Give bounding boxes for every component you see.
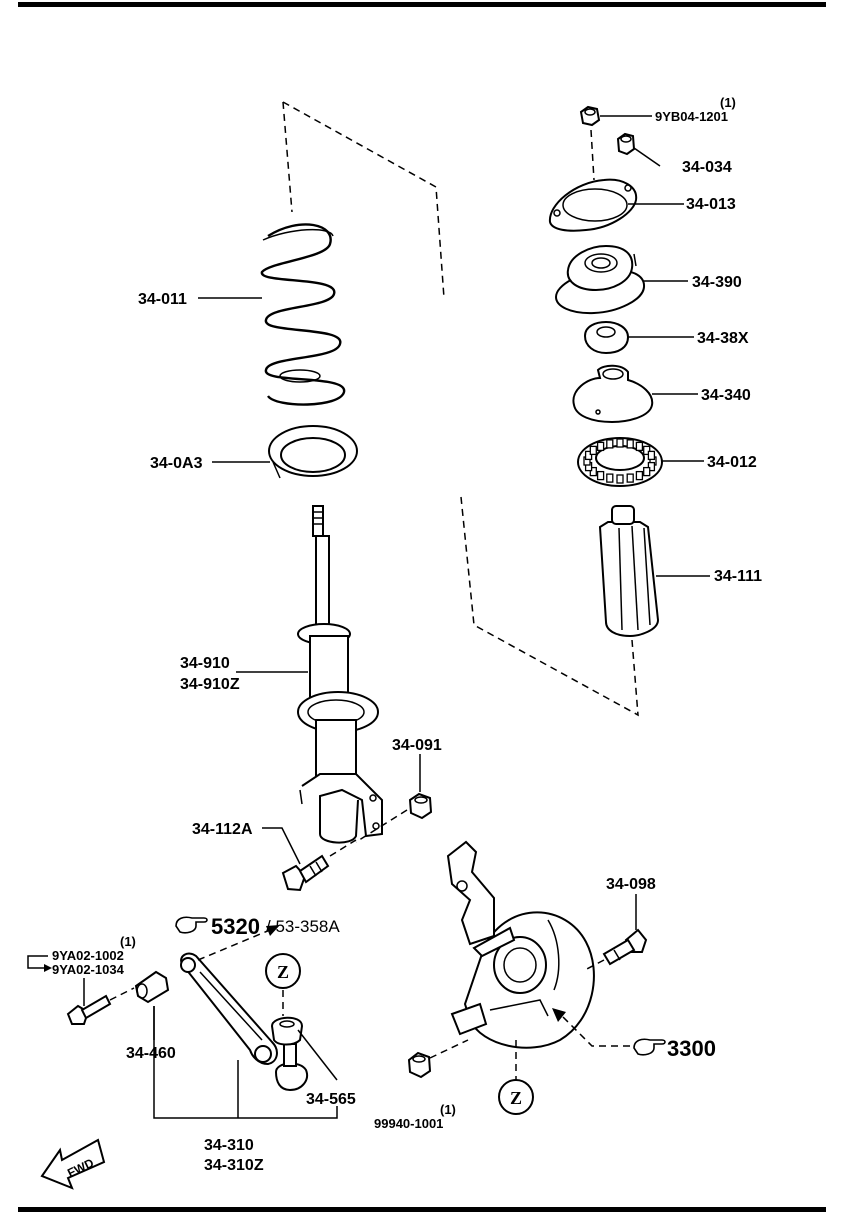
ball-joint-34-565 <box>270 1016 304 1046</box>
dust-boot-dashed-axis <box>590 129 595 181</box>
label-ref-5320: 5320 <box>211 914 260 939</box>
label-9ya02-qty: (1) <box>120 934 136 949</box>
seat-tooth <box>647 450 656 461</box>
nut-99940-axis <box>429 1039 469 1059</box>
bolt-34-098 <box>602 928 648 966</box>
seat-tooth <box>626 439 634 449</box>
label-99940-qty: (1) <box>440 1102 456 1117</box>
seat-tooth <box>626 473 634 483</box>
ref-5320-dashed-arrow <box>197 929 271 961</box>
z-marker-top: Z <box>265 953 301 989</box>
mount-plate-34-013 <box>548 178 638 232</box>
bound-stopper-34-38x <box>583 320 630 355</box>
dust-boot-34-111 <box>598 505 660 638</box>
seat-tooth <box>606 473 614 483</box>
leader-9ya02-arrowhead <box>44 964 52 972</box>
ref-5320-link[interactable]: 5320 <box>175 914 260 939</box>
label-34-013: 34-013 <box>686 196 736 213</box>
seat-tooth <box>606 439 614 449</box>
label-34-910z: 34-910Z <box>180 676 240 693</box>
nut-34-034 <box>616 132 636 156</box>
spring-seat-34-340 <box>572 364 654 424</box>
label-9yb04: 9YB04-1201 <box>655 109 728 124</box>
forward-arrow-icon: FWD <box>40 1138 106 1190</box>
leader-34-034 <box>633 147 661 167</box>
label-34-38x: 34-38X <box>697 330 749 347</box>
ref-3300-link[interactable]: 3300 <box>633 1036 716 1061</box>
seat-tooth <box>635 470 644 481</box>
label-34-390: 34-390 <box>692 274 742 291</box>
label-34-0a3: 34-0A3 <box>150 455 203 472</box>
z-marker-bottom: Z <box>498 1079 534 1115</box>
steering-knuckle-assembly <box>446 840 595 1049</box>
nut-9yb04 <box>579 105 601 127</box>
label-34-112a: 34-112A <box>192 821 253 838</box>
assembly-dashed-line-lower <box>460 496 639 717</box>
label-9ya02-1034: 9YA02-1034 <box>52 962 125 977</box>
label-34-460: 34-460 <box>126 1045 176 1062</box>
rubber-seat-34-012 <box>577 437 663 487</box>
seat-tooth <box>616 438 624 448</box>
label-34-565: 34-565 <box>306 1091 356 1108</box>
nut-34-091 <box>408 792 433 820</box>
bolt-34-112a-axis <box>329 839 357 857</box>
seat-tooth <box>596 470 605 481</box>
svg-text:Z: Z <box>510 1088 522 1108</box>
shock-absorber-34-910 <box>297 505 383 844</box>
seat-tooth <box>643 445 651 456</box>
bushing-34-460 <box>134 970 170 1004</box>
label-ref-53-358a: / 53-358A <box>266 917 340 936</box>
label-9ya02-1002: 9YA02-1002 <box>52 948 124 963</box>
label-99940-1001: 99940-1001 <box>374 1116 443 1131</box>
leader-34-112a <box>262 827 301 865</box>
bracket-line <box>153 1006 338 1119</box>
label-34-011: 34-011 <box>138 291 187 308</box>
nut-34-091-axis <box>355 809 408 843</box>
label-9yb04-qty: (1) <box>720 95 736 110</box>
spring-insulator-34-0a3 <box>268 425 358 479</box>
bottom-rule <box>18 1207 826 1212</box>
lower-arm-34-310 <box>180 952 308 1092</box>
seat-tooth <box>647 461 656 472</box>
bolt-9ya02 <box>66 994 112 1025</box>
seat-tooth <box>643 466 651 477</box>
ref-3300-arrowhead <box>552 1008 566 1022</box>
bolt-34-112a <box>281 854 330 892</box>
label-34-111: 34-111 <box>714 568 762 585</box>
label-34-310z: 34-310Z <box>204 1157 264 1174</box>
seat-tooth <box>616 474 624 484</box>
seat-tooth <box>635 441 644 452</box>
label-34-340: 34-340 <box>701 387 751 404</box>
strut-mount-34-390 <box>554 244 645 315</box>
seat-tooth <box>596 441 605 452</box>
svg-text:Z: Z <box>277 962 289 982</box>
label-ref-3300: 3300 <box>667 1036 716 1061</box>
seat-tooth <box>589 445 597 456</box>
seat-tooth <box>584 450 593 461</box>
nut-99940-1001 <box>407 1051 432 1079</box>
pointing-hand-icon <box>633 1038 666 1056</box>
label-34-098: 34-098 <box>606 876 656 893</box>
pointing-hand-icon <box>175 916 208 934</box>
label-34-910: 34-910 <box>180 655 230 672</box>
bolt-34-098-axis <box>584 959 605 971</box>
seat-tooth <box>589 466 597 477</box>
leader-9ya02 <box>27 955 48 969</box>
label-34-012: 34-012 <box>707 454 757 471</box>
bolt-9ya02-axis <box>109 987 135 1001</box>
assembly-dashed-line-upper-right <box>282 101 445 299</box>
assembly-dashed-line-upper <box>282 101 293 213</box>
label-34-091: 34-091 <box>392 737 442 754</box>
leader-34-565 <box>297 1029 338 1081</box>
top-rule <box>18 2 826 7</box>
label-34-310: 34-310 <box>204 1137 254 1154</box>
coil-spring-34-011 <box>260 223 346 406</box>
ref-5320-arrowhead <box>266 925 280 936</box>
label-34-034: 34-034 <box>682 159 732 176</box>
ref-3300-dashed-arrow <box>561 1015 630 1047</box>
